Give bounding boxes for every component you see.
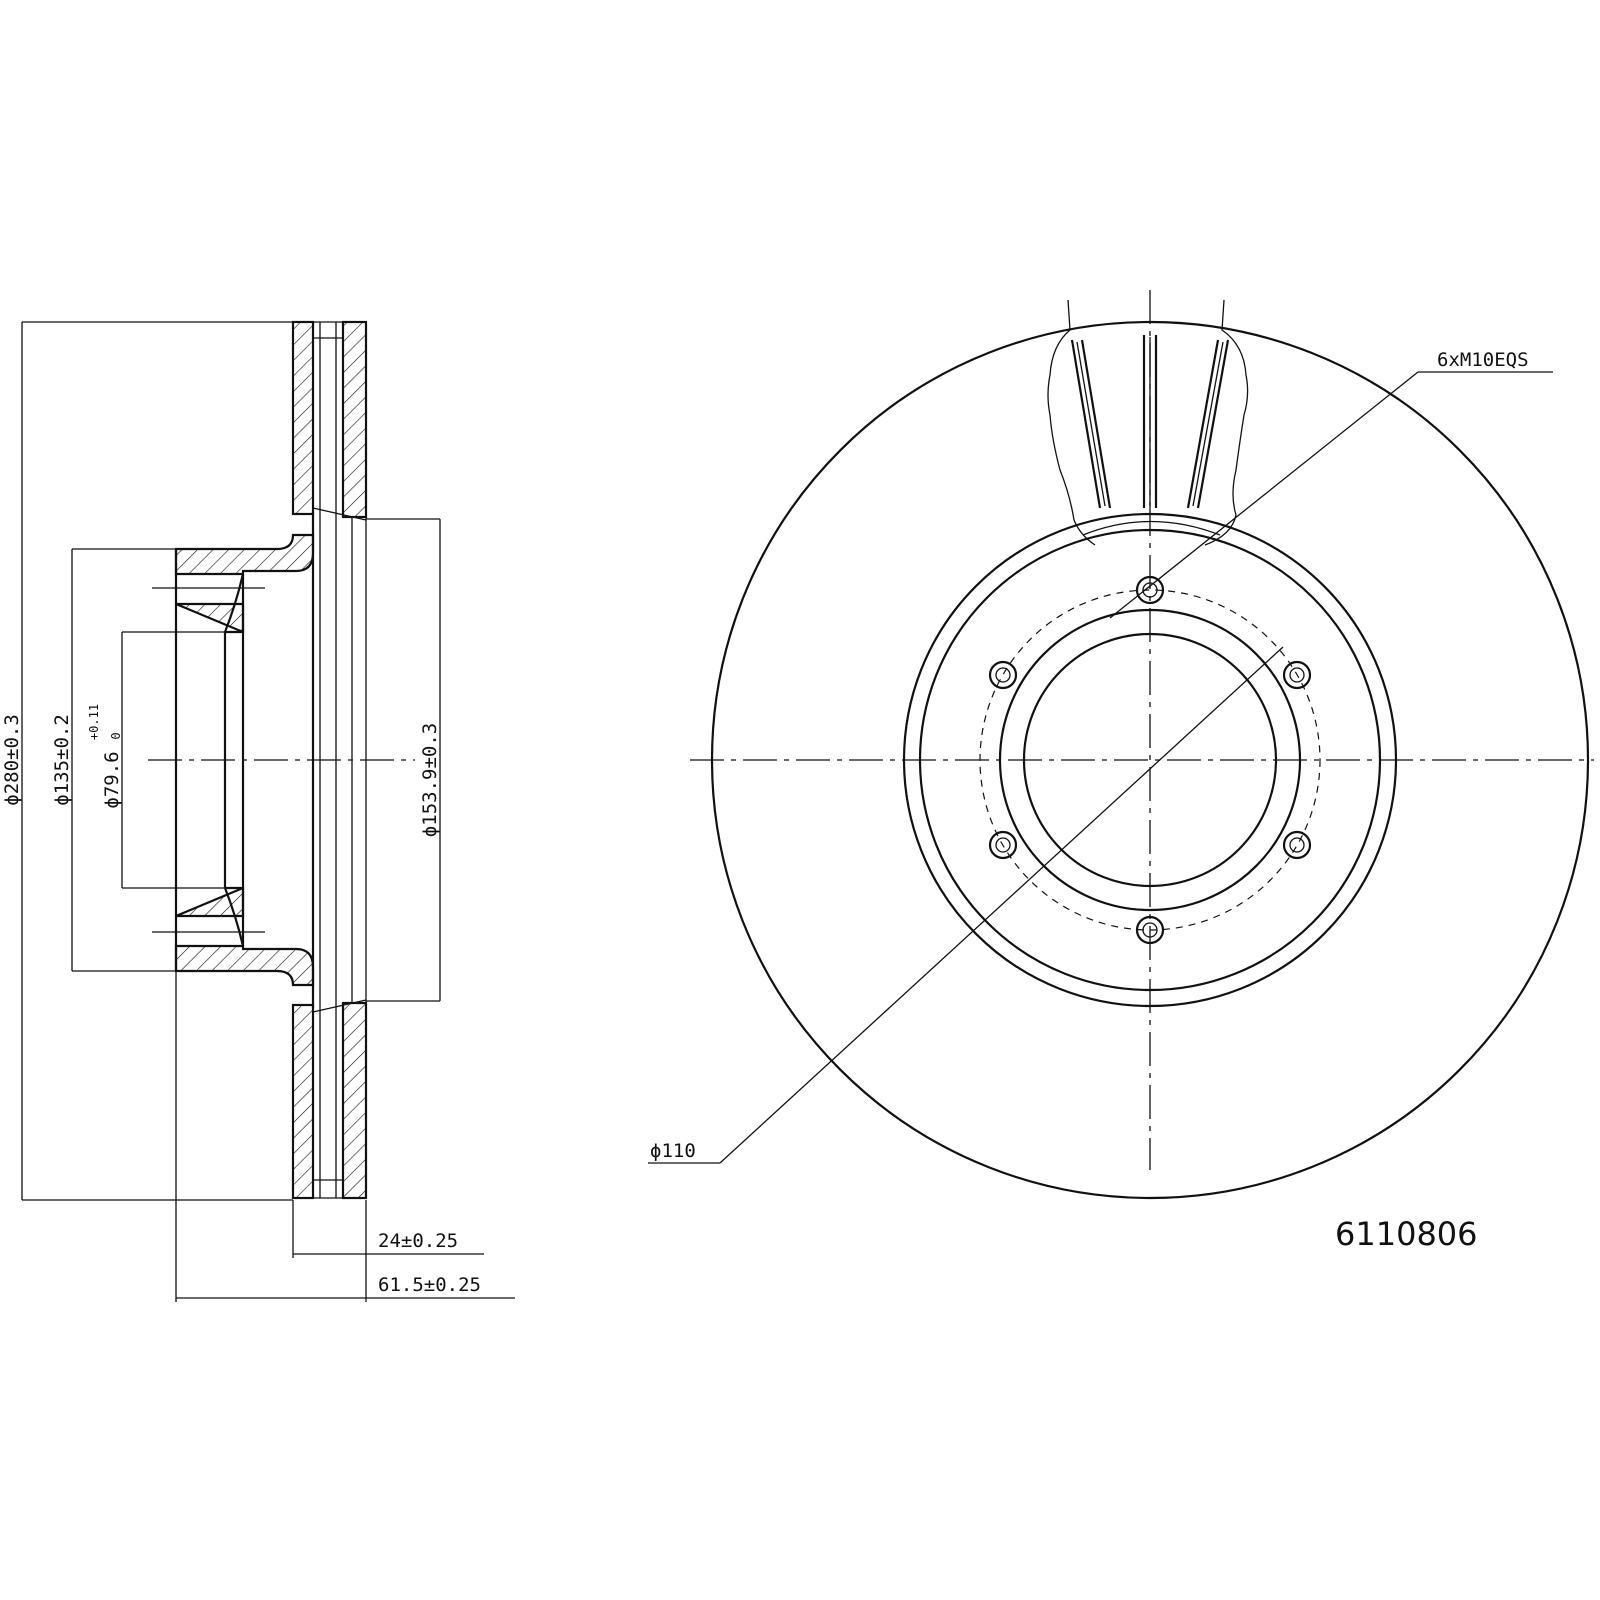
- dim-hat-diameter: ϕ153.9±0.3: [419, 723, 441, 837]
- section-view: ϕ280±0.3 ϕ135±0.2 ϕ79.6 +0.11 0 ϕ153.9±0…: [1, 320, 515, 1302]
- cooling-vane: [1070, 339, 1112, 509]
- inner-plate-top: [341, 320, 368, 519]
- bolt-hole: [1135, 915, 1165, 945]
- front-view: 6xM10EQS ϕ110 6110806: [648, 290, 1594, 1253]
- outer-plate-bottom: [291, 1003, 315, 1200]
- bolt-hole: [1282, 660, 1312, 690]
- leader-line: [719, 646, 1284, 1164]
- dim-flange-diameter: ϕ135±0.2: [51, 714, 73, 806]
- vent-line: [312, 507, 367, 521]
- hub-flange-top: [174, 533, 315, 576]
- outer-plate-top: [291, 320, 315, 516]
- break-line: [1204, 299, 1249, 546]
- part-number: 6110806: [1335, 1215, 1478, 1253]
- dim-bore-diameter: ϕ79.6: [101, 751, 123, 808]
- bolt-hole: [988, 830, 1018, 860]
- dim-bore-tol-lower: 0: [109, 732, 123, 739]
- hat-outer-edge: [902, 512, 1398, 1008]
- dim-bore-tol-upper: +0.11: [87, 704, 101, 740]
- hub-outline: [223, 573, 245, 633]
- leader-line: [1109, 371, 1419, 619]
- center-bore: [1022, 632, 1278, 888]
- bolt-circle-label: ϕ110: [650, 1140, 696, 1162]
- cooling-vane: [1142, 335, 1158, 508]
- dim-total-height: 61.5±0.25: [378, 1274, 481, 1296]
- hat-inner-edge: [918, 528, 1382, 992]
- vent-line: [312, 999, 367, 1013]
- bolt-hole: [988, 660, 1018, 690]
- bolt-circle: [979, 589, 1321, 931]
- hub-face-edge: [998, 608, 1302, 912]
- inner-plate-bottom: [341, 1001, 368, 1200]
- dim-outer-diameter: ϕ280±0.3: [1, 714, 23, 806]
- disc-outer-edge: [710, 320, 1590, 1200]
- hub-outline: [223, 887, 245, 947]
- bolt-hole: [1135, 575, 1165, 605]
- hub-flange-bottom: [174, 944, 315, 987]
- bolt-hole: [1282, 830, 1312, 860]
- break-line: [1047, 299, 1096, 546]
- break-line: [1082, 520, 1221, 536]
- bolt-holes-label: 6xM10EQS: [1437, 349, 1529, 371]
- cooling-vane: [1186, 339, 1230, 509]
- dim-thickness: 24±0.25: [378, 1230, 458, 1252]
